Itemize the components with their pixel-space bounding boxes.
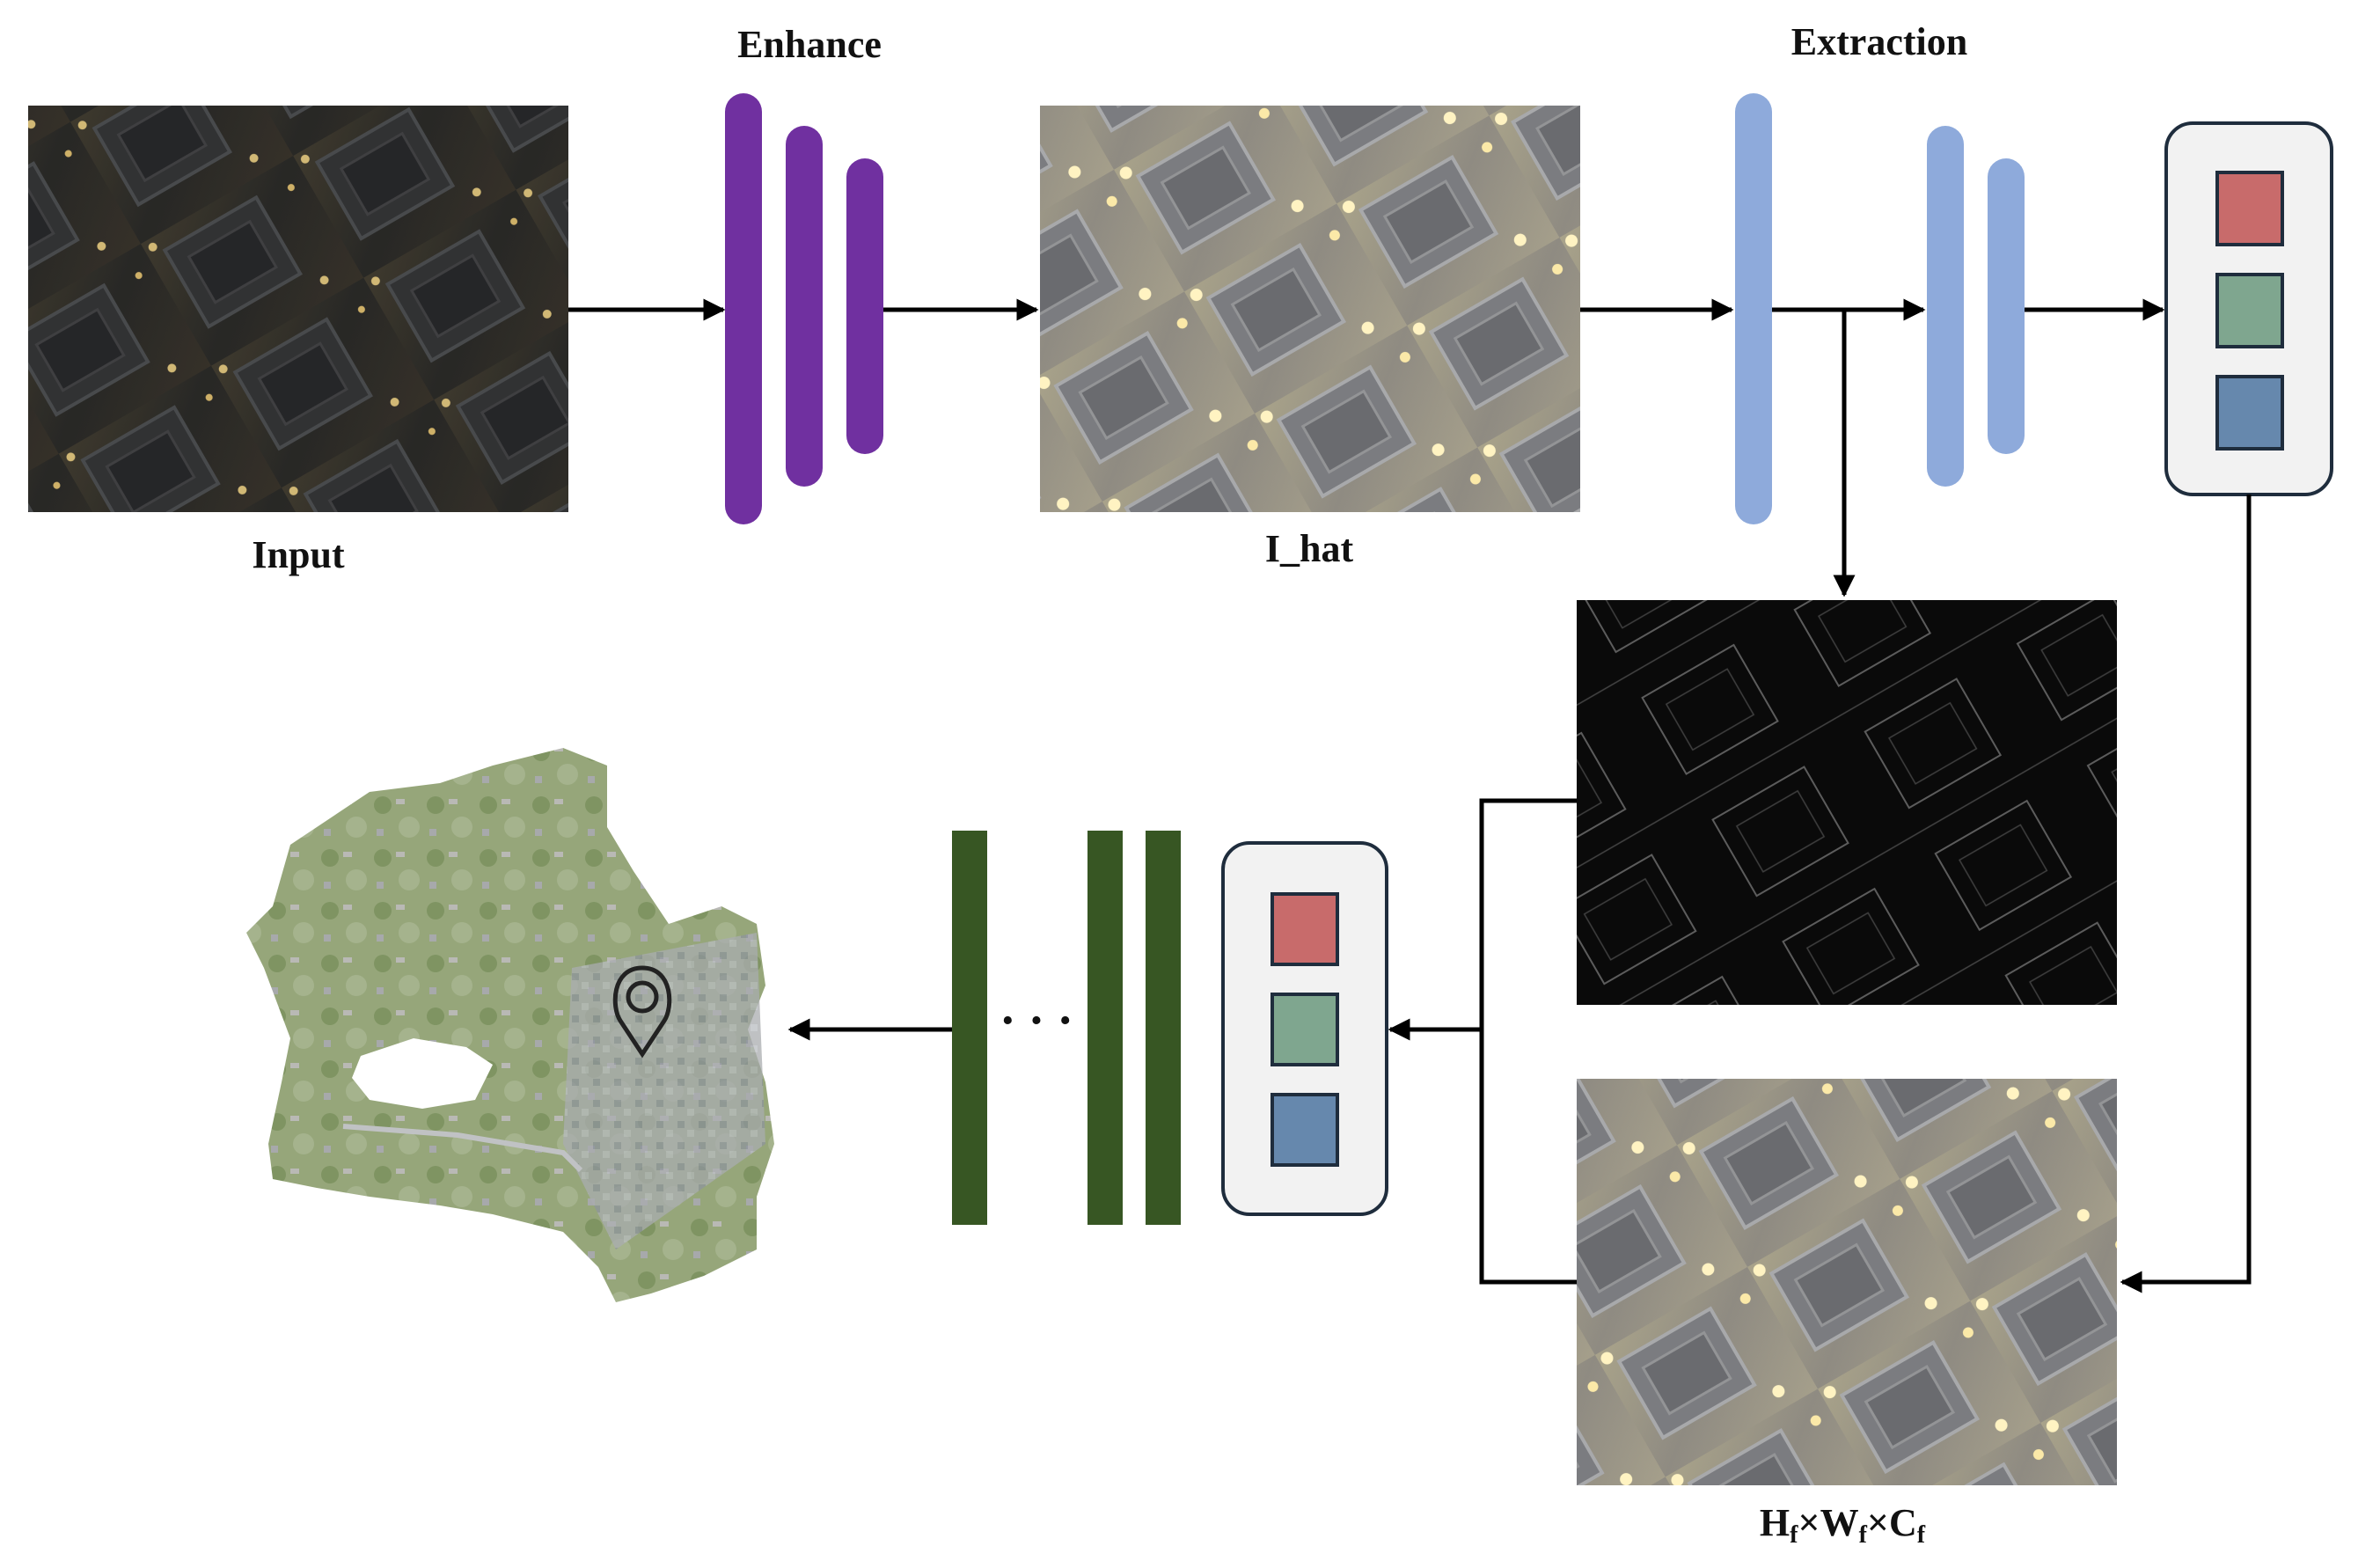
map-pin-icon bbox=[612, 965, 672, 1059]
decoder-block-group bbox=[952, 831, 1181, 1225]
feature-green-cell-bottom bbox=[1271, 993, 1339, 1066]
dims-label: Hf×Wf×Cf bbox=[1760, 1501, 1926, 1549]
decoder-block-2 bbox=[1087, 831, 1123, 1225]
feature-green-cell bbox=[2215, 273, 2284, 348]
feature-red-cell-bottom bbox=[1271, 892, 1339, 966]
feature-blue-cell bbox=[2215, 375, 2284, 451]
enhance-block-group bbox=[725, 93, 883, 524]
extraction-block-2 bbox=[1927, 126, 1964, 487]
dims-c-sub: f bbox=[1917, 1521, 1926, 1549]
dims-c: C bbox=[1889, 1501, 1917, 1544]
input-label: Input bbox=[252, 533, 345, 576]
enhance-block-1 bbox=[725, 93, 762, 524]
i-hat-image bbox=[1040, 106, 1580, 512]
enhance-label: Enhance bbox=[737, 23, 882, 66]
arrow-feature-box-to-feature-image bbox=[2120, 495, 2252, 1293]
ellipsis-label: · · · bbox=[1000, 993, 1073, 1048]
extraction-label: Extraction bbox=[1791, 20, 1967, 63]
dims-times-1: × bbox=[1798, 1501, 1820, 1544]
edge-map-image bbox=[1577, 600, 2117, 1005]
feature-image bbox=[1577, 1079, 2117, 1485]
satellite-map bbox=[246, 748, 774, 1302]
dims-times-2: × bbox=[1867, 1501, 1889, 1544]
enhance-block-3 bbox=[846, 158, 883, 454]
feature-box-bottom bbox=[1221, 841, 1388, 1216]
decoder-block-3 bbox=[1146, 831, 1181, 1225]
dims-h-sub: f bbox=[1790, 1521, 1798, 1549]
i-hat-label: I_hat bbox=[1265, 527, 1354, 570]
dims-w: W bbox=[1820, 1501, 1859, 1544]
feature-red-cell bbox=[2215, 171, 2284, 246]
input-image bbox=[28, 106, 568, 512]
feature-box-top bbox=[2164, 121, 2333, 496]
feature-blue-cell-bottom bbox=[1271, 1093, 1339, 1167]
dims-w-sub: f bbox=[1859, 1521, 1868, 1549]
dims-h: H bbox=[1760, 1501, 1790, 1544]
extraction-block-group bbox=[1735, 93, 2025, 524]
extraction-block-1 bbox=[1735, 93, 1772, 524]
enhance-block-2 bbox=[786, 126, 823, 487]
merge-bracket bbox=[1479, 798, 1577, 1285]
extraction-block-3 bbox=[1988, 158, 2025, 454]
decoder-block-1 bbox=[952, 831, 987, 1225]
